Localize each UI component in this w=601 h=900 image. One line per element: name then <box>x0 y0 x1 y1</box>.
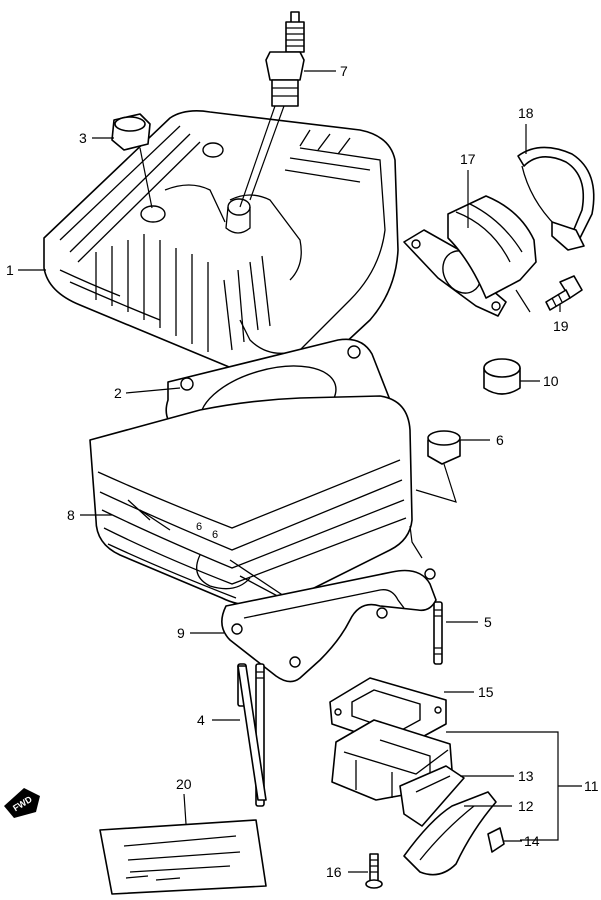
callout-17: 17 <box>460 151 476 167</box>
callout-15: 15 <box>478 684 494 700</box>
cylinder-nut <box>415 430 461 503</box>
spark-plug <box>239 11 305 208</box>
reed-valve-body <box>331 719 465 827</box>
leader-lines <box>18 70 582 873</box>
caution-label <box>99 819 267 895</box>
callout-19: 19 <box>553 318 569 334</box>
short-stud <box>433 601 443 665</box>
callout-2: 2 <box>114 385 122 401</box>
rubber-cap <box>483 358 521 395</box>
callout-10: 10 <box>543 373 559 389</box>
base-bolt <box>365 853 383 889</box>
callout-8: 8 <box>67 507 75 523</box>
callout-20: 20 <box>176 776 192 792</box>
callout-6: 6 <box>496 432 504 448</box>
cylinder: 6 6 <box>89 395 413 609</box>
callout-1: 1 <box>6 262 14 278</box>
fwd-arrow-icon: FWD <box>4 788 40 818</box>
svg-text:6: 6 <box>196 521 202 533</box>
callout-18: 18 <box>518 105 534 121</box>
callout-4: 4 <box>197 712 205 728</box>
base-gasket <box>221 525 437 683</box>
hose-clamp <box>517 146 595 251</box>
small-screw <box>487 827 505 853</box>
callout-13: 13 <box>518 768 534 784</box>
svg-text:6: 6 <box>212 529 218 541</box>
callout-16: 16 <box>326 864 342 880</box>
long-stud <box>237 663 267 807</box>
callout-9: 9 <box>177 625 185 641</box>
head-nut <box>111 113 153 209</box>
callout-11: 11 <box>584 778 599 794</box>
callout-12: 12 <box>518 798 534 814</box>
callout-3: 3 <box>79 130 87 146</box>
callout-7: 7 <box>340 63 348 79</box>
cylinder-head <box>43 110 399 390</box>
clamp-bolt <box>545 275 583 311</box>
callout-numbers: 1 2 3 4 5 6 7 8 9 10 11 12 13 14 15 16 1… <box>6 63 599 880</box>
intake-pipe <box>403 195 537 317</box>
reed-stopper <box>403 791 497 876</box>
callout-5: 5 <box>484 614 492 630</box>
callout-14: 14 <box>524 833 540 849</box>
